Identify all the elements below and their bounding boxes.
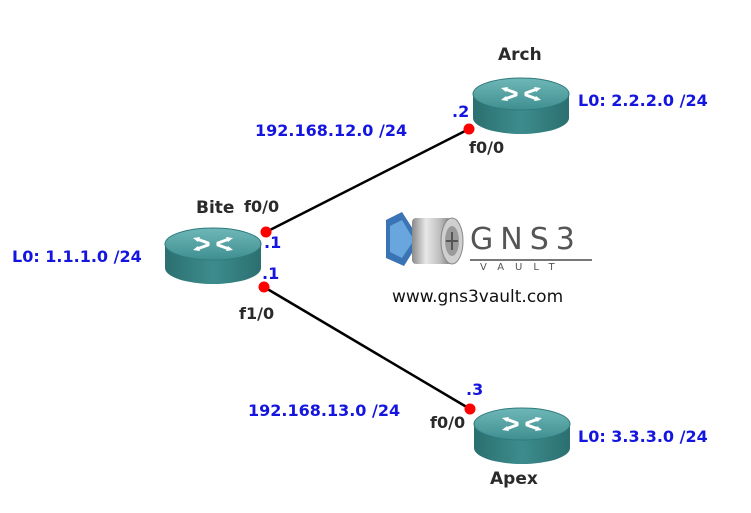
host-apex-address: .3 (466, 380, 484, 399)
router-apex-loopback: L0: 3.3.3.0 /24 (578, 427, 708, 446)
interface-bite-f1-0: f1/0 (239, 304, 275, 323)
router-apex-icon[interactable] (472, 406, 572, 466)
gns3-cylinder-icon (386, 212, 464, 266)
router-bite-icon[interactable] (163, 226, 263, 286)
router-arch-name: Arch (498, 45, 542, 65)
interface-arch-f0-0: f0/0 (469, 138, 505, 157)
gns3-brand-text: GNS3 (470, 222, 582, 257)
router-bite-name: Bite (196, 198, 235, 218)
interface-apex-f0-0: f0/0 (430, 413, 466, 432)
subnet-bite-arch: 192.168.12.0 /24 (255, 121, 408, 140)
subnet-bite-apex: 192.168.13.0 /24 (248, 401, 401, 420)
link-bite-arch (265, 127, 470, 234)
endpoint-arch-f0-0 (463, 123, 475, 135)
router-bite-loopback: L0: 1.1.1.0 /24 (12, 247, 142, 266)
router-arch-icon[interactable] (471, 76, 571, 136)
link-bite-apex (263, 285, 471, 411)
gns3-vault-text: VAULT (480, 262, 566, 273)
interface-bite-f0-0: f0/0 (244, 197, 280, 216)
gns3-vault-logo (386, 212, 464, 266)
endpoint-bite-f0-0 (260, 226, 272, 238)
router-apex-name: Apex (490, 469, 538, 489)
endpoint-apex-f0-0 (464, 403, 476, 415)
host-bite-f0-address: .1 (264, 233, 282, 252)
gns3-brand-rule (470, 259, 592, 261)
endpoint-bite-f1-0 (258, 281, 270, 293)
router-arch-loopback: L0: 2.2.2.0 /24 (578, 91, 708, 110)
host-arch-address: .2 (452, 102, 470, 121)
host-bite-f1-address: .1 (262, 264, 280, 283)
gns3-vault-url[interactable]: www.gns3vault.com (392, 287, 564, 307)
